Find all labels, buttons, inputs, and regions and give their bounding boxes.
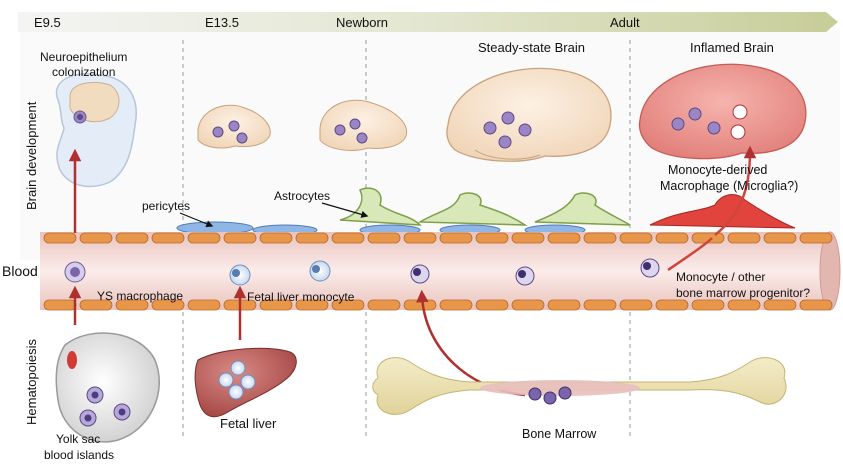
endothelial-cell: [187, 232, 221, 244]
stage-adult: Adult: [610, 15, 640, 30]
endothelial-cell: [799, 299, 833, 311]
timeline-arrow: [18, 12, 838, 32]
label-inflamed-brain: Inflamed Brain: [690, 40, 774, 55]
endothelial-cell: [727, 232, 761, 244]
monocyte-cells: [410, 258, 660, 286]
label-hematopoiesis: Hematopoiesis: [24, 339, 39, 425]
label-pericytes: pericytes: [142, 199, 190, 213]
label-brain-development: Brain development: [24, 101, 39, 210]
label-neuroepithelium-1: Neuroepithelium: [40, 50, 127, 64]
endothelial-cell: [547, 299, 581, 311]
endothelial-cell: [79, 232, 113, 244]
label-pointers: [179, 202, 369, 228]
label-astrocytes: Astrocytes: [274, 189, 330, 203]
endothelial-cell: [763, 299, 797, 311]
brain-steady-state: [446, 67, 612, 162]
blood-vessel: [40, 232, 830, 310]
label-monocyte-derived-2: Macrophage (Microglia?): [660, 179, 798, 193]
label-steady-state-brain: Steady-state Brain: [478, 40, 585, 55]
stage-e9-5: E9.5: [34, 15, 61, 30]
endothelial-cell: [619, 232, 653, 244]
endothelial-cell: [655, 299, 689, 311]
fetal-liver-monocyte-cell: [229, 260, 331, 286]
endothelial-cell: [259, 232, 293, 244]
endothelial-cell: [223, 232, 257, 244]
endothelial-cell: [619, 299, 653, 311]
label-fetal-liver: Fetal liver: [220, 416, 277, 431]
ys-macrophage-cell: [64, 261, 86, 283]
endothelial-cell: [151, 299, 185, 311]
endothelial-cell: [583, 232, 617, 244]
endothelial-cell: [259, 299, 293, 311]
endothelial-cell: [655, 232, 689, 244]
fetal-liver: [194, 347, 297, 418]
endothelial-cell: [691, 299, 725, 311]
endothelial-cell: [403, 232, 437, 244]
label-ys-macrophage: YS macrophage: [97, 289, 183, 303]
stage-newborn: Newborn: [336, 15, 388, 30]
endothelial-cell: [151, 232, 185, 244]
endothelial-cell: [583, 299, 617, 311]
bone-marrow: [372, 357, 787, 415]
endothelial-cell: [187, 299, 221, 311]
endothelial-cell: [367, 232, 401, 244]
label-monocyte-progenitor-2: bone marrow progenitor?: [676, 286, 810, 300]
endothelial-cell: [295, 232, 329, 244]
endothelial-cell: [403, 299, 437, 311]
label-neuroepithelium-2: colonization: [52, 65, 115, 79]
endothelial-cell: [115, 232, 149, 244]
text-labels: Neuroepithelium colonization Steady-stat…: [2, 40, 810, 462]
label-yolk-sac-1: Yolk sac: [56, 432, 100, 446]
label-fetal-liver-monocyte: Fetal liver monocyte: [247, 290, 355, 304]
endothelial-cell: [727, 299, 761, 311]
pericytes: [176, 221, 586, 236]
label-yolk-sac-2: blood islands: [44, 448, 114, 462]
endothelial-cell: [439, 232, 473, 244]
label-monocyte-progenitor-1: Monocyte / other: [676, 270, 765, 284]
endothelial-cell: [547, 232, 581, 244]
endothelial-cell: [367, 299, 401, 311]
endothelial-cell: [43, 232, 77, 244]
endothelial-cell: [511, 299, 545, 311]
endothelial-cell: [475, 299, 509, 311]
vessel-end: [819, 231, 841, 311]
brain-newborn: [319, 99, 408, 151]
endothelial-cell: [115, 299, 149, 311]
monocyte-derived-macrophage: [649, 194, 796, 229]
endothelial-cell: [331, 232, 365, 244]
endothelial-cell: [475, 232, 509, 244]
endothelial-cell: [799, 232, 833, 244]
endothelial-cell: [79, 299, 113, 311]
brain-inflamed: [638, 63, 807, 160]
label-monocyte-derived-1: Monocyte-derived: [668, 163, 767, 177]
stage-e13-5: E13.5: [205, 15, 239, 30]
endothelial-cell: [295, 299, 329, 311]
label-bone-marrow: Bone Marrow: [522, 427, 597, 441]
yolk-sac: [55, 332, 160, 443]
endothelial-cell: [439, 299, 473, 311]
brain-e13-5: [197, 104, 271, 149]
endothelial-cell: [511, 232, 545, 244]
endothelial-cell: [763, 232, 797, 244]
label-blood: Blood: [2, 263, 38, 279]
endothelial-cell: [331, 299, 365, 311]
astrocytes: [339, 187, 631, 226]
endothelial-cell: [43, 299, 77, 311]
endothelial-cells-top: [43, 232, 833, 244]
